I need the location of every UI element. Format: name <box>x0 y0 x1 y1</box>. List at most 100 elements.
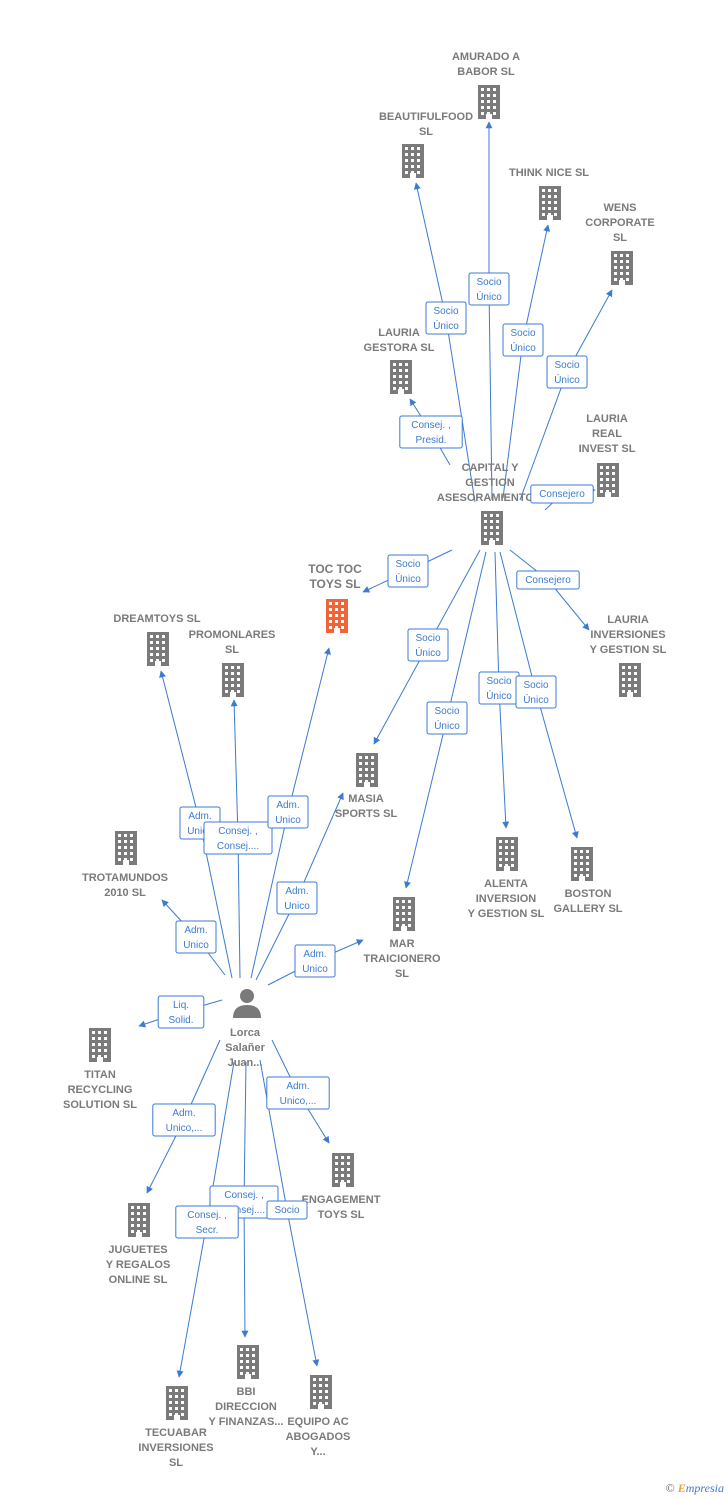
building-icon <box>128 1203 150 1237</box>
edge-label-lorca-engagement[interactable]: Adm.Unico,... <box>266 1076 330 1110</box>
edge-label-text: Único <box>554 373 580 386</box>
edge-label-capital-lauriagestora[interactable]: Consej. ,Presid. <box>399 415 463 449</box>
building-icon <box>166 1386 188 1420</box>
edge-label-text: Consej. , <box>411 420 450 431</box>
edge-label-text: Único <box>523 693 549 706</box>
edge-label-text: Socio <box>434 706 459 717</box>
node-label: TROTAMUNDOS <box>82 872 168 884</box>
edge-label-lorca-equipo[interactable]: Socio <box>266 1200 308 1220</box>
building-icon <box>611 251 633 285</box>
node-label: ONLINE SL <box>109 1274 168 1286</box>
node-label: LAURIA <box>607 614 649 626</box>
node-label: Y GESTION SL <box>468 908 545 920</box>
node-label: Y REGALOS <box>106 1259 171 1271</box>
node-label: JUGUETES <box>108 1244 167 1256</box>
node-label: PROMONLARES <box>189 629 276 641</box>
building-icon <box>597 463 619 497</box>
edge-label-text: Socio <box>274 1205 299 1216</box>
edge-label-lorca-juguetes[interactable]: Adm.Unico,... <box>152 1103 216 1137</box>
edge-label-capital-lauriainv[interactable]: Consejero <box>516 570 580 590</box>
node-amurado[interactable]: AMURADO A BABOR SL <box>452 51 520 119</box>
node-label: AMURADO A <box>452 51 520 63</box>
building-icon <box>481 511 503 545</box>
person-icon <box>233 989 261 1018</box>
edge-label-text: Consej. , <box>187 1210 226 1221</box>
node-label: ABOGADOS <box>286 1431 351 1443</box>
node-label: DIRECCION <box>215 1401 277 1413</box>
copyright-mark: © <box>665 1481 675 1495</box>
node-label: Salañer <box>225 1042 265 1054</box>
node-label: Lorca <box>230 1027 261 1039</box>
edge-label-text: Único <box>415 646 441 659</box>
node-lorca[interactable]: LorcaSalañerJuan... <box>225 989 266 1069</box>
node-label: RECYCLING <box>68 1084 133 1096</box>
node-label: CAPITAL Y <box>462 462 520 474</box>
node-label: GESTION <box>465 477 515 489</box>
edge-label-capital-lauriareal[interactable]: Consejero <box>530 484 594 504</box>
node-label: SPORTS SL <box>335 808 398 820</box>
node-label: TOC TOC <box>308 562 362 576</box>
edge-label-text: Adm. <box>286 1081 309 1092</box>
node-masia[interactable]: MASIA SPORTS SL <box>335 753 398 820</box>
edge-label-lorca-promonlares[interactable]: Consej. ,Consej.... <box>203 821 273 855</box>
node-label: BBI <box>237 1386 256 1398</box>
node-thinknice[interactable]: THINK NICE SL <box>509 167 589 220</box>
node-label: EQUIPO AC <box>287 1416 348 1428</box>
edge-label-lorca-tecuabar[interactable]: Consej. ,Secr. <box>175 1205 239 1239</box>
node-label: SL <box>169 1457 183 1469</box>
node-label: BOSTON <box>565 888 612 900</box>
node-label: LAURIA <box>378 327 420 339</box>
edge-label-lorca-masia[interactable]: Adm.Unico <box>276 881 318 915</box>
building-icon <box>237 1345 259 1379</box>
node-label: BABOR SL <box>457 66 515 78</box>
node-capital[interactable]: CAPITAL YGESTIONASESORAMIENTO... <box>437 462 543 545</box>
footer-brand[interactable]: ©Empresia <box>666 1481 724 1496</box>
building-icon <box>539 186 561 220</box>
building-icon <box>332 1153 354 1187</box>
node-label: SL <box>395 968 409 980</box>
node-label: MASIA <box>348 793 384 805</box>
node-dreamtoys[interactable]: DREAMTOYS SL <box>113 613 201 666</box>
node-label: ENGAGEMENT <box>302 1194 381 1206</box>
edge-label-lorca-trotamundos[interactable]: Adm.Unico <box>175 920 217 954</box>
node-label: SL <box>225 644 239 656</box>
node-label: ALENTA <box>484 878 528 890</box>
node-promonlares[interactable]: PROMONLARES SL <box>189 629 276 697</box>
edge-label-lorca-mar[interactable]: Adm.Unico <box>294 944 336 978</box>
edge-label-text: Unico <box>275 815 301 826</box>
edge-label-lorca-toctoc[interactable]: Adm. Unico <box>267 795 309 829</box>
edge-label-text: Adm. <box>276 800 299 811</box>
edge-label-text: Socio <box>415 633 440 644</box>
building-icon <box>89 1028 111 1062</box>
edge-label-lorca-titan[interactable]: Liq.Solid. <box>157 995 205 1029</box>
edge-label-text: Único <box>486 689 512 702</box>
node-equipo[interactable]: EQUIPO ACABOGADOSY... <box>286 1375 351 1458</box>
node-juguetes[interactable]: JUGUETES Y REGALOS ONLINE SL <box>106 1203 171 1286</box>
building-icon <box>356 753 378 787</box>
edge-label-text: Consej. , <box>224 1190 263 1201</box>
edge-label-text: Único <box>476 290 502 303</box>
